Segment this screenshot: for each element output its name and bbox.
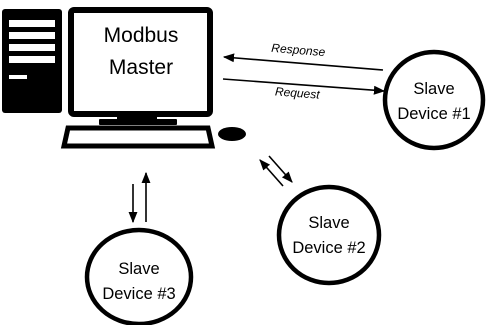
request-arrow — [222, 78, 386, 95]
slave3-label-line1: Slave — [118, 260, 159, 278]
slave2-label-line1: Slave — [308, 214, 349, 232]
response-arrow — [222, 53, 384, 71]
slave-device-3: Slave Device #3 — [84, 227, 194, 327]
keyboard-icon — [60, 125, 216, 149]
request-label: Request — [274, 84, 320, 101]
slave2-response-arrow — [259, 159, 284, 187]
slave3-label-line2: Device #3 — [102, 285, 175, 303]
slave2-request-arrow — [268, 155, 293, 183]
response-label: Response — [271, 41, 326, 59]
computer-tower-icon — [2, 9, 62, 113]
master-title-line1: Modbus — [104, 24, 179, 47]
monitor-icon — [68, 7, 213, 125]
master-title-line2: Master — [109, 56, 173, 79]
slave1-label-line2: Device #1 — [397, 105, 470, 123]
slave1-label-line1: Slave — [413, 80, 454, 98]
slave2-label-line2: Device #2 — [292, 239, 365, 257]
mouse-icon — [218, 127, 246, 141]
slave-device-2: Slave Device #2 — [276, 184, 382, 286]
slave-device-1: Slave Device #1 — [382, 49, 486, 151]
